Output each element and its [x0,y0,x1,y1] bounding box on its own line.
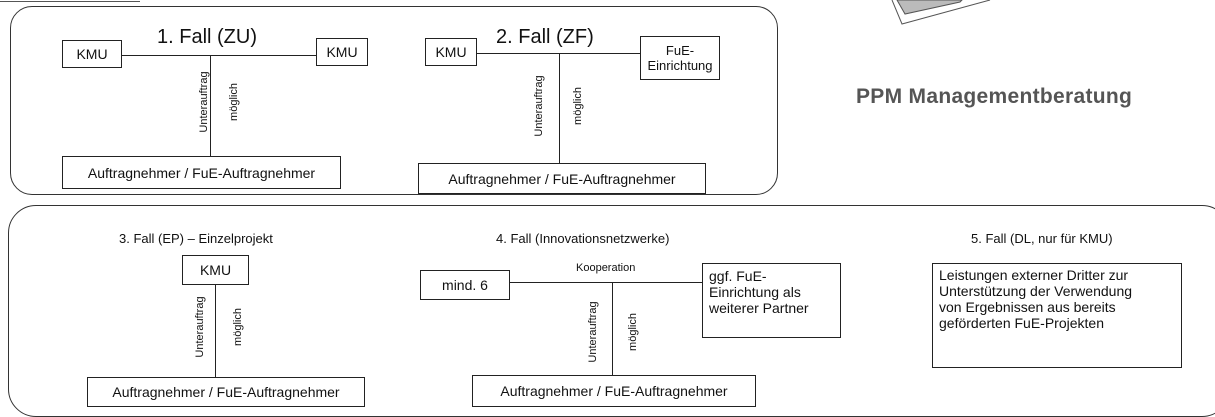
fall4-label-moeglich: möglich [627,313,639,351]
logo-graphic [891,0,991,25]
fall2-connector [477,53,640,54]
top-frame-overline [0,1,140,2]
fall4-title: 4. Fall (Innovationsnetzwerke) [496,231,670,246]
fall5-description: Leistungen externer Dritter zur Unterstü… [932,263,1182,368]
fall1-contractor: Auftragnehmer / FuE-Auftragnehmer [62,156,341,189]
fall2-label-unterauftrag: Unterauftrag [533,75,545,137]
fall3-vertical [215,285,216,377]
fall2-contractor: Auftragnehmer / FuE-Auftragnehmer [418,163,706,194]
top-frame [10,6,778,195]
fall3-contractor: Auftragnehmer / FuE-Auftragnehmer [87,377,365,407]
fall1-right-kmu: KMU [316,38,368,66]
fall3-title: 3. Fall (EP) – Einzelprojekt [119,231,273,246]
fall4-contractor: Auftragnehmer / FuE-Auftragnehmer [472,375,756,407]
fall4-label-unterauftrag: Unterauftrag [587,301,599,363]
brand-name: PPM Managementberatung [856,85,1133,108]
fall4-vertical [612,282,613,375]
fall3-label-moeglich: möglich [232,308,244,346]
fall3-label-unterauftrag: Unterauftrag [194,296,206,358]
fall1-left-kmu: KMU [62,40,122,68]
fall1-label-unterauftrag: Unterauftrag [198,71,210,133]
fall2-left-kmu: KMU [425,38,477,66]
fall4-mind-6: mind. 6 [420,270,510,300]
fall1-connector [122,55,316,56]
fall1-label-moeglich: möglich [228,83,240,121]
fall2-title: 2. Fall (ZF) [496,26,594,48]
fall3-kmu: KMU [182,255,249,285]
fall4-kooperation-label: Kooperation [576,262,636,274]
fall1-vertical [210,55,211,156]
fall1-title: 1. Fall (ZU) [157,26,257,48]
fall2-label-moeglich: möglich [572,87,584,125]
fall4-connector [510,282,702,283]
fall2-fue-einrichtung: FuE- Einrichtung [640,36,720,80]
fall5-title: 5. Fall (DL, nur für KMU) [971,231,1113,246]
fall2-vertical [559,53,560,164]
fall4-fue-partner: ggf. FuE- Einrichtung als weiterer Partn… [702,263,841,338]
